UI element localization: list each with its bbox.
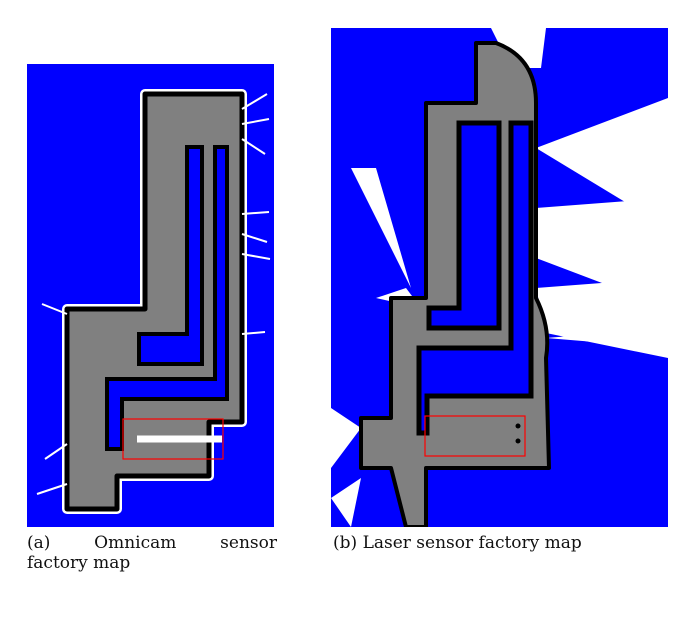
caption-a: (a) Omnicam sensor factory map [27, 533, 277, 573]
caption-b: (b) Laser sensor factory map [333, 533, 673, 553]
highlight-rectangle [122, 418, 224, 460]
inner-hole-upper [426, 120, 502, 331]
caption-a-line2: factory map [27, 553, 131, 573]
obstacle-dots [515, 423, 521, 444]
free-space [359, 41, 551, 527]
caption-b-label: (b) [333, 533, 358, 553]
laser-map-image [331, 28, 668, 527]
inner-hole-lower [416, 120, 534, 436]
inner-hole-upper [137, 145, 204, 366]
omnicam-map-image [27, 64, 274, 527]
sensor-streaks [36, 93, 271, 495]
caption-a-label: (a) [27, 533, 51, 553]
caption-b-text: Laser sensor factory map [362, 533, 582, 553]
laser-map-svg [331, 28, 668, 527]
omnicam-map-svg [27, 64, 274, 527]
inner-hole-lower [105, 145, 229, 451]
caption-a-word-1: Omnicam [94, 533, 177, 553]
laser-rays [331, 28, 668, 527]
caption-a-word-2: sensor [220, 533, 277, 553]
highlight-rectangle [424, 415, 526, 457]
